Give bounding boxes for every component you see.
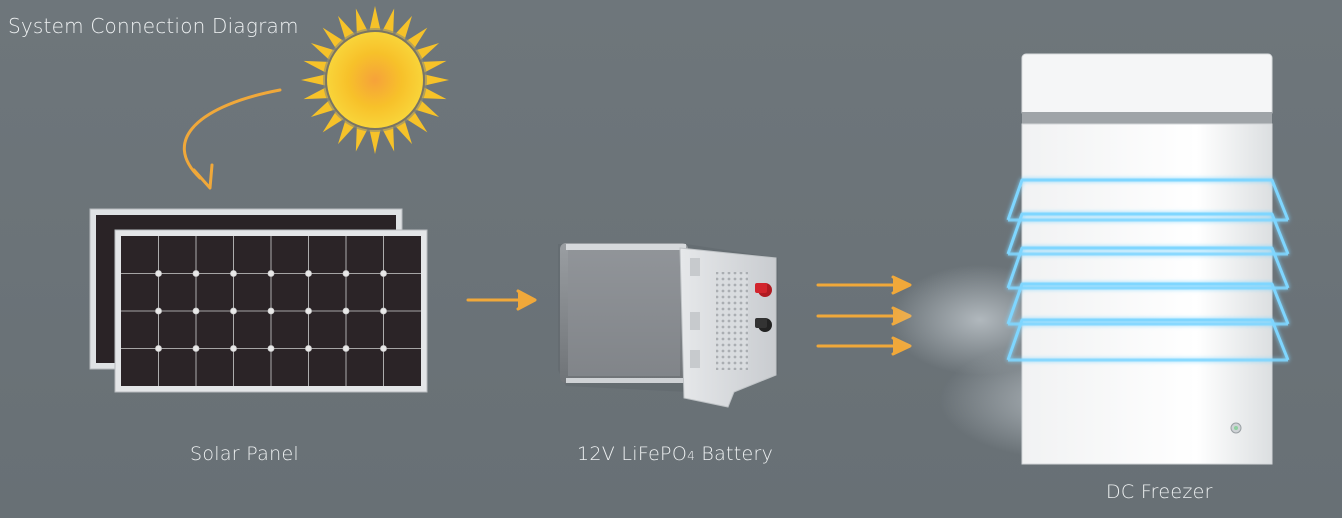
sun-ray: [382, 8, 395, 34]
cell-junction: [305, 270, 312, 277]
sun-ray: [395, 120, 412, 145]
battery-icon: [558, 243, 778, 408]
battery-label: 12V LiFePO4 Battery: [577, 443, 773, 465]
cell-junction: [267, 270, 275, 277]
sun-to-panel-arrow-icon: [182, 88, 282, 190]
cell-junction: [342, 270, 350, 277]
cell-junction: [380, 345, 387, 352]
cell-junction: [230, 307, 237, 315]
sun-icon: [301, 6, 449, 154]
cold-wave-line: [1006, 212, 1290, 255]
cell-junction: [155, 307, 162, 315]
sun-ray: [355, 8, 368, 34]
solar-panel-icon: [89, 208, 428, 393]
cell-junction: [155, 345, 162, 352]
sun-ray: [415, 43, 440, 60]
cell-junction: [305, 307, 312, 315]
solar-panel-front: [114, 229, 428, 393]
cell-junction: [267, 345, 275, 352]
cell-junction: [305, 345, 312, 352]
freezer-label: DC Freezer: [1106, 481, 1213, 503]
cell-junction: [230, 345, 237, 352]
cell-junction: [380, 307, 387, 315]
cold-wave-line: [1006, 178, 1290, 221]
sun-ray: [338, 15, 355, 40]
cell-junction: [267, 307, 275, 315]
cell-junction: [192, 270, 200, 277]
cell-junction: [192, 307, 200, 315]
cold-wave-line: [1006, 246, 1290, 289]
cell-junction: [380, 270, 387, 277]
sun-ray: [382, 126, 395, 152]
sun-ray: [338, 120, 355, 145]
cell-junction: [155, 270, 162, 277]
sun-ray: [301, 74, 326, 86]
sun-ray: [415, 100, 440, 117]
solar-panel-label: Solar Panel: [190, 443, 300, 465]
freezer-icon: [890, 53, 1290, 465]
sun-ray: [355, 126, 368, 152]
cell-junction: [192, 345, 200, 352]
battery-label-suffix: Battery: [695, 443, 774, 465]
battery-label-main: 12V LiFePO: [577, 443, 688, 465]
sun-ray: [424, 74, 449, 86]
cold-wave-line: [1006, 318, 1290, 361]
sun-ray: [303, 60, 329, 73]
sun-ray: [369, 6, 381, 31]
sun-ray: [421, 87, 447, 100]
sun-ray: [395, 15, 412, 40]
cell-junction: [342, 345, 350, 352]
sun-ray: [369, 129, 381, 154]
sun-ray: [310, 43, 335, 60]
sun-ray: [310, 100, 335, 117]
sun-ray: [421, 60, 447, 73]
diagram-title: System Connection Diagram: [8, 14, 299, 38]
battery-label-subscript: 4: [687, 449, 696, 463]
panel-to-battery-arrow-icon: [466, 289, 537, 311]
cold-wave-line: [1006, 282, 1290, 325]
cell-junction: [342, 307, 350, 315]
sun-ray: [303, 87, 329, 100]
cell-junction: [230, 270, 237, 277]
